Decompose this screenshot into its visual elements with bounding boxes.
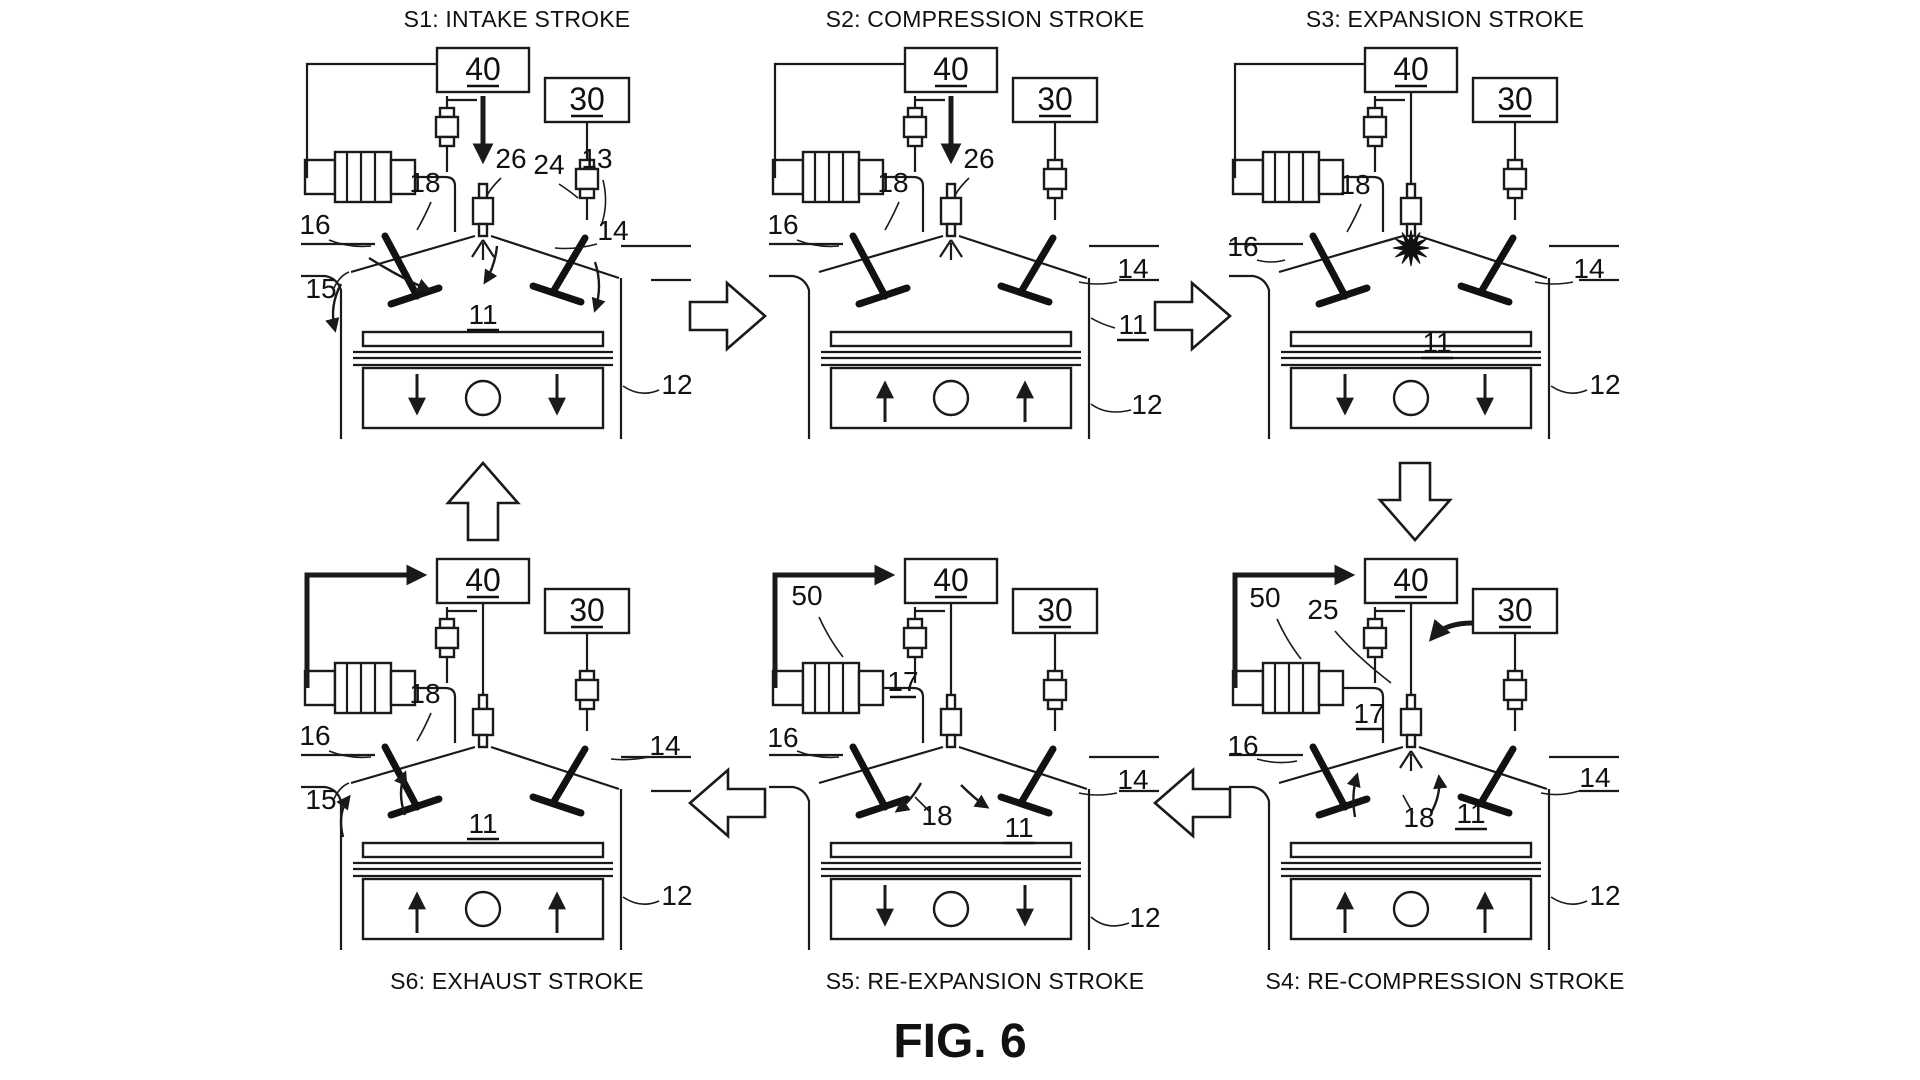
spark-ignition-burst <box>1392 229 1430 267</box>
label-14: 14 <box>1117 764 1148 795</box>
label-15: 15 <box>305 273 336 304</box>
label-11: 11 <box>468 299 497 330</box>
label-18: 18 <box>1403 802 1434 833</box>
label-12: 12 <box>1589 880 1620 911</box>
panel-s3-expansion-stroke: 40 30 18 16 14 11 12 <box>1205 34 1685 454</box>
label-25: 25 <box>1307 594 1338 625</box>
cycle-arrow-s6-to-s1 <box>445 461 521 542</box>
panel-title-s1: S1: INTAKE STROKE <box>403 6 631 32</box>
label-14: 14 <box>597 215 628 246</box>
panel-s5-reexpansion-stroke: 40 30 50 17 18 16 14 11 12 <box>745 545 1225 965</box>
gas-flow-arrow <box>1429 774 1448 814</box>
injector-spray <box>939 239 963 260</box>
panel-s2-compression-stroke: 40 30 26 18 16 14 11 12 <box>745 34 1163 454</box>
label-50: 50 <box>1249 582 1280 613</box>
label-30: 30 <box>1497 592 1533 628</box>
label-40: 40 <box>465 562 501 598</box>
label-12: 12 <box>1131 389 1162 420</box>
label-12: 12 <box>661 880 692 911</box>
intake-flow-arrow <box>591 261 606 313</box>
wire-coil-circuit <box>1233 62 1365 179</box>
gas-flow-arrow <box>894 782 923 813</box>
label-14: 14 <box>1579 762 1610 793</box>
injector-spray <box>471 239 495 260</box>
panel-s4-recompression-stroke: 40 30 50 25 17 18 16 14 11 12 <box>1205 545 1685 965</box>
panel-title-s4: S4: RE-COMPRESSION STROKE <box>1265 968 1625 994</box>
label-13: 13 <box>581 143 612 174</box>
label-16: 16 <box>767 722 798 753</box>
label-30: 30 <box>569 81 605 117</box>
label-18: 18 <box>877 167 908 198</box>
label-40: 40 <box>933 562 969 598</box>
label-30: 30 <box>1037 81 1073 117</box>
exhaust-flow-arrow <box>394 770 408 816</box>
gas-flow-arrow <box>960 784 990 809</box>
exhaust-flow-arrow <box>336 794 351 838</box>
label-50: 50 <box>791 580 822 611</box>
label-11: 11 <box>468 808 497 839</box>
label-30: 30 <box>569 592 605 628</box>
intake-flow-arrow <box>368 256 432 293</box>
wire-coil-circuit <box>305 62 437 179</box>
label-24: 24 <box>533 149 564 180</box>
cycle-arrow-s3-to-s4 <box>1377 461 1453 542</box>
panel-title-s2: S2: COMPRESSION STROKE <box>825 6 1145 32</box>
label-15: 15 <box>305 784 336 815</box>
signal-arrow-to-injector-25 <box>1428 619 1474 642</box>
label-16: 16 <box>767 209 798 240</box>
gas-flow-arrow <box>1346 772 1361 818</box>
label-11: 11 <box>1118 309 1147 340</box>
panel-title-s5: S5: RE-EXPANSION STROKE <box>825 968 1145 994</box>
label-40: 40 <box>465 51 501 87</box>
signal-arrow-coil-to-ecu <box>304 564 428 688</box>
panel-s6-exhaust-stroke: 40 30 18 16 15 14 11 12 <box>277 545 757 965</box>
label-14: 14 <box>1117 253 1148 284</box>
label-11: 11 <box>1422 327 1451 358</box>
wire-coil-circuit <box>773 62 905 179</box>
label-40: 40 <box>1393 562 1429 598</box>
label-18: 18 <box>921 800 952 831</box>
label-40: 40 <box>933 51 969 87</box>
label-26: 26 <box>495 143 526 174</box>
label-11: 11 <box>1456 798 1485 829</box>
injector-spray <box>1399 750 1423 771</box>
label-17: 17 <box>887 666 918 697</box>
label-11: 11 <box>1004 812 1033 843</box>
label-16: 16 <box>299 209 330 240</box>
label-30: 30 <box>1497 81 1533 117</box>
signal-arrow-coil-to-ecu <box>772 564 896 688</box>
label-18: 18 <box>409 167 440 198</box>
label-16: 16 <box>299 720 330 751</box>
label-12: 12 <box>661 369 692 400</box>
panel-title-s6: S6: EXHAUST STROKE <box>390 968 644 994</box>
label-30: 30 <box>1037 592 1073 628</box>
label-14: 14 <box>1573 253 1604 284</box>
label-18: 18 <box>1339 169 1370 200</box>
label-26: 26 <box>963 143 994 174</box>
figure-caption: FIG. 6 <box>893 1015 1027 1068</box>
label-17: 17 <box>1353 698 1384 729</box>
label-40: 40 <box>1393 51 1429 87</box>
label-12: 12 <box>1589 369 1620 400</box>
label-18: 18 <box>409 678 440 709</box>
panel-title-s3: S3: EXPANSION STROKE <box>1305 6 1585 32</box>
label-16: 16 <box>1227 730 1258 761</box>
panel-s1-intake-stroke: 40 30 26 24 13 18 16 15 14 11 12 <box>277 34 757 454</box>
label-14: 14 <box>649 730 680 761</box>
signal-arrow-coil-to-ecu <box>1232 564 1356 688</box>
label-12: 12 <box>1129 902 1160 933</box>
intake-flow-arrow <box>325 283 343 333</box>
label-16: 16 <box>1227 231 1258 262</box>
intake-flow-arrow <box>483 245 499 285</box>
